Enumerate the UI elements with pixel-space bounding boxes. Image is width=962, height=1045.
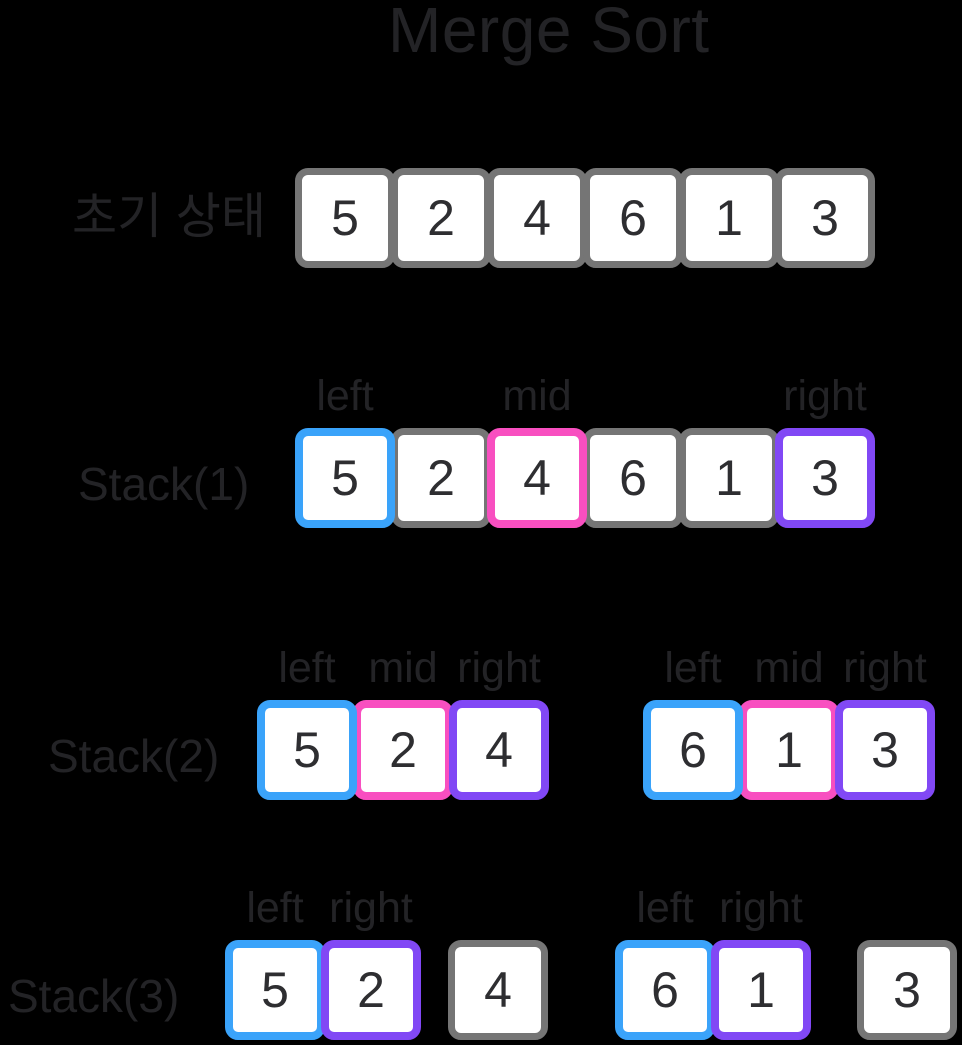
array-cell: 1: [679, 428, 779, 528]
cell-row: 6 1 3: [643, 700, 935, 800]
cell-value: 5: [331, 190, 359, 246]
array-group: left mid right 5 2 4 6 1 3: [295, 372, 875, 528]
cell-value: 6: [619, 190, 647, 246]
cell-value: 6: [619, 450, 647, 506]
array-cell: 4: [448, 940, 548, 1040]
array-cell: 6: [615, 940, 715, 1040]
pointer-label-right: right: [843, 644, 927, 692]
pointer-label-left: left: [664, 644, 722, 692]
pointer-label-right: right: [457, 644, 541, 692]
cell-row: 3: [857, 940, 957, 1040]
array-cell: 5: [295, 168, 395, 268]
page-title: Merge Sort: [388, 0, 710, 66]
pointer-labels: left right: [225, 884, 421, 940]
row-label: Stack(2): [48, 730, 220, 782]
array-cell: 4: [487, 428, 587, 528]
pointer-label-right: right: [329, 884, 413, 932]
cell-value: 1: [747, 962, 775, 1018]
pointer-labels: left mid right: [295, 372, 875, 428]
array-cell: 2: [353, 700, 453, 800]
cell-value: 3: [811, 190, 839, 246]
array-cell: 5: [295, 428, 395, 528]
array-cell: 6: [583, 168, 683, 268]
array-group: 4: [448, 884, 548, 1040]
cell-value: 6: [679, 722, 707, 778]
array-cell: 5: [257, 700, 357, 800]
cell-value: 3: [871, 722, 899, 778]
cell-row: 4: [448, 940, 548, 1040]
array-cell: 4: [487, 168, 587, 268]
cell-value: 2: [357, 962, 385, 1018]
array-cell: 3: [775, 428, 875, 528]
cell-value: 5: [261, 962, 289, 1018]
row-label: Stack(3): [8, 970, 180, 1022]
row-label: Stack(1): [78, 458, 250, 510]
cell-row: 5 2 4: [257, 700, 549, 800]
cell-value: 1: [715, 450, 743, 506]
array-cell: 1: [679, 168, 779, 268]
array-cell: 3: [775, 168, 875, 268]
cell-value: 2: [427, 190, 455, 246]
cell-value: 4: [485, 722, 513, 778]
pointer-label-mid: mid: [368, 644, 438, 692]
pointer-label-mid: mid: [754, 644, 824, 692]
cell-row: 5 2 4 6 1 3: [295, 168, 875, 268]
array-group: 5 2 4 6 1 3: [295, 168, 875, 268]
array-cell: 6: [583, 428, 683, 528]
pointer-labels: [857, 884, 957, 940]
array-cell: 5: [225, 940, 325, 1040]
cell-value: 2: [389, 722, 417, 778]
cell-value: 5: [331, 450, 359, 506]
array-cell: 6: [643, 700, 743, 800]
pointer-label-left: left: [636, 884, 694, 932]
pointer-labels: [448, 884, 548, 940]
cell-value: 6: [651, 962, 679, 1018]
pointer-label-right: right: [783, 372, 867, 420]
array-group: 3: [857, 884, 957, 1040]
array-cell: 4: [449, 700, 549, 800]
pointer-labels: left right: [615, 884, 811, 940]
cell-value: 3: [893, 962, 921, 1018]
array-cell: 1: [739, 700, 839, 800]
cell-value: 4: [523, 190, 551, 246]
array-cell: 1: [711, 940, 811, 1040]
cell-value: 3: [811, 450, 839, 506]
pointer-label-left: left: [316, 372, 374, 420]
cell-row: 5 2 4 6 1 3: [295, 428, 875, 528]
array-cell: 3: [835, 700, 935, 800]
pointer-label-right: right: [719, 884, 803, 932]
pointer-label-left: left: [246, 884, 304, 932]
cell-value: 4: [523, 450, 551, 506]
pointer-label-mid: mid: [502, 372, 572, 420]
cell-value: 1: [715, 190, 743, 246]
cell-value: 4: [484, 962, 512, 1018]
array-cell: 2: [391, 168, 491, 268]
row-label: 초기 상태: [72, 190, 266, 244]
pointer-label-left: left: [278, 644, 336, 692]
array-cell: 2: [391, 428, 491, 528]
array-cell: 2: [321, 940, 421, 1040]
cell-value: 2: [427, 450, 455, 506]
cell-value: 5: [293, 722, 321, 778]
cell-value: 1: [775, 722, 803, 778]
array-cell: 3: [857, 940, 957, 1040]
